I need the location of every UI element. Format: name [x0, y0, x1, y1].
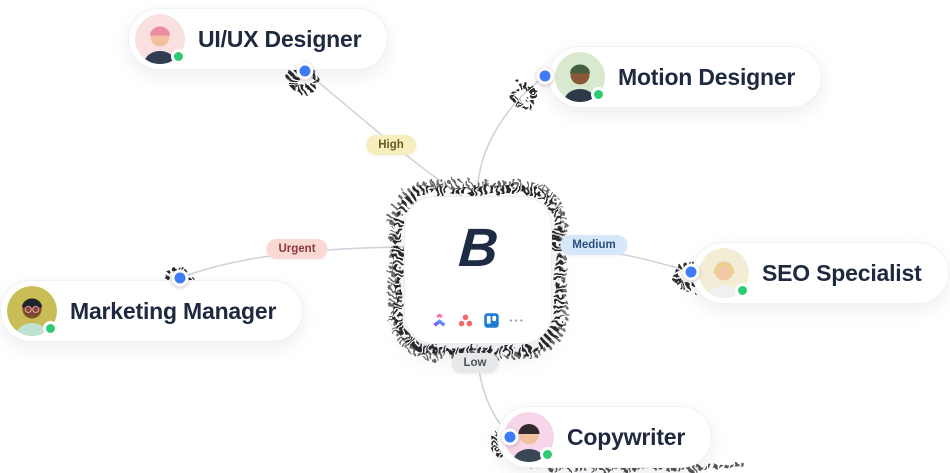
connector-dot-copywriter [501, 428, 519, 446]
member-node-uiux[interactable]: UI/UX Designer [128, 8, 389, 70]
trello-icon[interactable] [483, 312, 500, 329]
avatar-marketing [7, 286, 58, 336]
brand-hub-card[interactable]: B [404, 196, 552, 344]
member-node-marketing[interactable]: Marketing Manager [0, 280, 304, 342]
member-role-label: SEO Specialist [762, 259, 922, 286]
connector-dot-marketing [171, 269, 189, 287]
member-role-label: UI/UX Designer [198, 25, 362, 52]
avatar-seo [699, 248, 750, 298]
asana-icon[interactable] [457, 312, 474, 329]
member-role-label: Copywriter [567, 423, 686, 450]
clickup-icon[interactable] [431, 312, 448, 329]
priority-badge-urgent: Urgent [266, 239, 328, 259]
online-status-dot [735, 283, 750, 298]
avatar-uiux [135, 14, 186, 64]
connector-dot-motion [536, 67, 554, 85]
connector-dot-seo [682, 263, 700, 281]
online-status-dot [43, 321, 58, 336]
connector-line-motion [476, 75, 546, 197]
member-node-motion[interactable]: Motion Designer [548, 46, 823, 108]
online-status-dot [171, 49, 186, 64]
online-status-dot [540, 447, 555, 462]
connector-dot-uiux [296, 62, 314, 80]
priority-badge-low: Low [451, 353, 499, 373]
member-role-label: Motion Designer [618, 63, 796, 90]
more-integrations-icon[interactable]: ··· [509, 313, 525, 328]
member-node-seo[interactable]: SEO Specialist [692, 242, 949, 304]
integrations-row: ··· [431, 312, 525, 329]
member-role-label: Marketing Manager [70, 297, 277, 324]
online-status-dot [591, 87, 606, 102]
member-node-copywriter[interactable]: Copywriter [497, 406, 713, 468]
avatar-motion [555, 52, 606, 102]
priority-badge-medium: Medium [560, 235, 628, 255]
connector-line-uiux [304, 70, 463, 197]
priority-badge-high: High [366, 135, 416, 155]
brand-logo: B [456, 218, 500, 278]
avatar-copywriter [504, 412, 555, 462]
